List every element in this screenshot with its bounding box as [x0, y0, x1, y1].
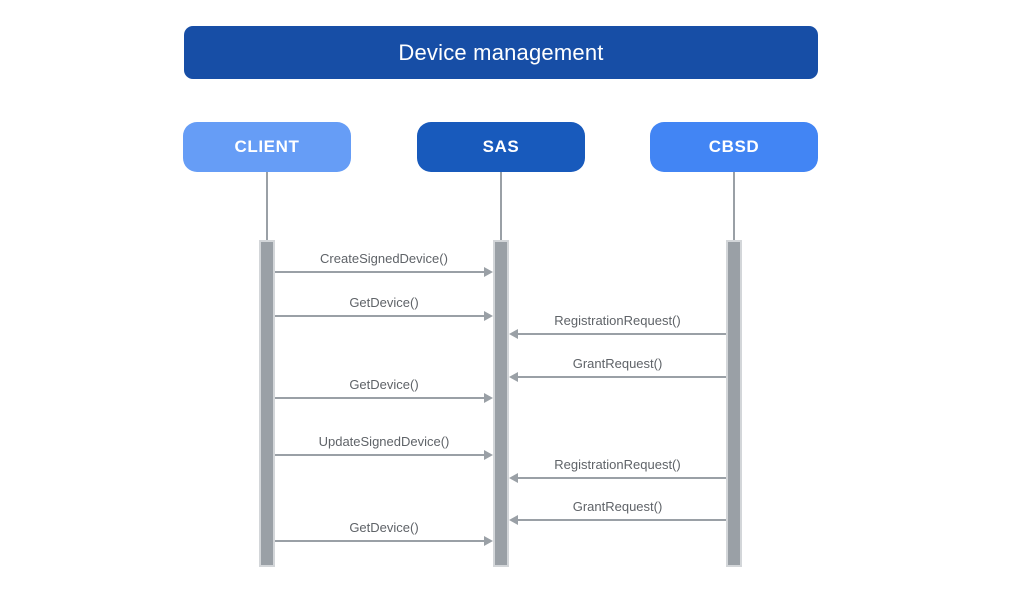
- message-arrowhead: [509, 515, 518, 525]
- message-label: UpdateSignedDevice(): [318, 434, 450, 449]
- message-arrowhead: [509, 329, 518, 339]
- message-arrowhead: [484, 311, 493, 321]
- message-label: GetDevice(): [349, 295, 419, 310]
- message-label: GrantRequest(): [572, 356, 663, 371]
- actor-box-cbsd: CBSD: [650, 122, 818, 172]
- message-arrow-line: [516, 333, 726, 335]
- activation-bar-cbsd: [726, 240, 742, 567]
- activation-bar-sas: [493, 240, 509, 567]
- message-arrowhead: [509, 473, 518, 483]
- message-label: GetDevice(): [349, 520, 419, 535]
- message-arrow-line: [275, 315, 486, 317]
- actor-box-client: CLIENT: [183, 122, 351, 172]
- lifeline-sas: [500, 172, 502, 240]
- message-arrowhead: [484, 267, 493, 277]
- message-arrow-line: [275, 271, 486, 273]
- message-label: GetDevice(): [349, 377, 419, 392]
- message-arrowhead: [484, 536, 493, 546]
- lifeline-client: [266, 172, 268, 240]
- message-arrow-line: [275, 454, 486, 456]
- message-label: RegistrationRequest(): [554, 457, 681, 472]
- message-label: GrantRequest(): [572, 499, 663, 514]
- message-arrow-line: [516, 376, 726, 378]
- message-arrow-line: [275, 540, 486, 542]
- message-arrowhead: [484, 393, 493, 403]
- message-label: CreateSignedDevice(): [320, 251, 448, 266]
- actor-box-sas: SAS: [417, 122, 585, 172]
- lifeline-cbsd: [733, 172, 735, 240]
- message-arrow-line: [516, 477, 726, 479]
- message-label: RegistrationRequest(): [554, 313, 681, 328]
- diagram-title-banner: Device management: [184, 26, 818, 79]
- activation-bar-client: [259, 240, 275, 567]
- message-arrowhead: [484, 450, 493, 460]
- message-arrow-line: [516, 519, 726, 521]
- message-arrowhead: [509, 372, 518, 382]
- message-arrow-line: [275, 397, 486, 399]
